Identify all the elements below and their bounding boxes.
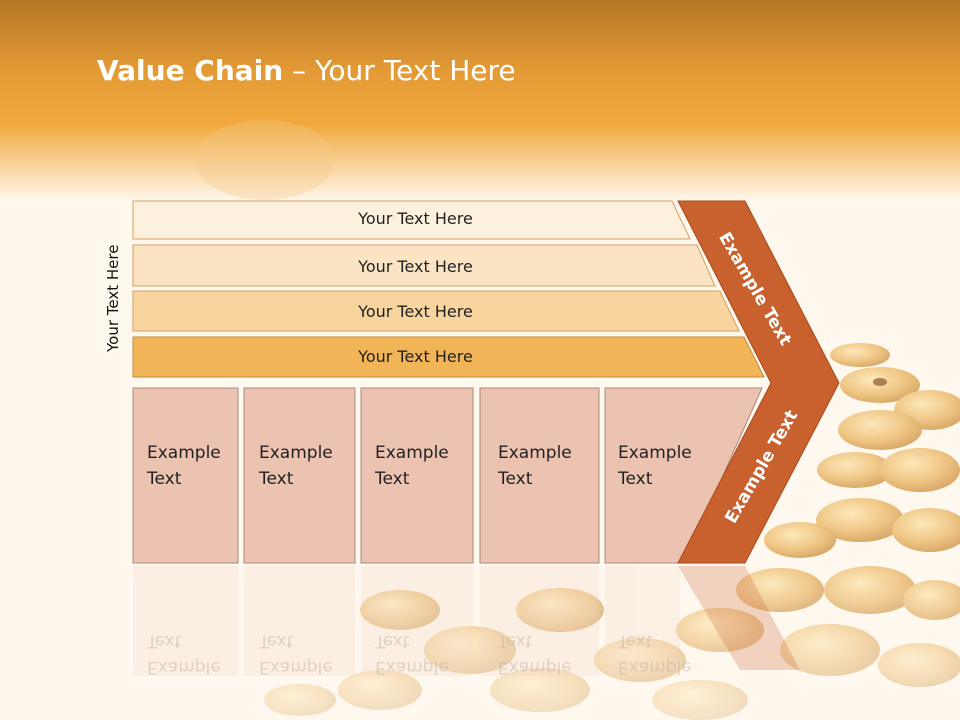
band-4-label: Your Text Here bbox=[358, 347, 473, 366]
cell-2-refl-line2: Text bbox=[259, 631, 294, 651]
band-3 bbox=[132, 290, 740, 332]
chevron-arrow bbox=[677, 200, 840, 564]
cell-4-reflection: Example Text bbox=[498, 628, 572, 680]
cell-5-reflection: Example Text bbox=[618, 628, 692, 680]
cell-3-reflection: Example Text bbox=[375, 628, 449, 680]
cell-1-refl-line1: Example bbox=[147, 657, 221, 677]
cell-5-refl-line1: Example bbox=[618, 657, 692, 677]
cell-4-refl-line1: Example bbox=[498, 657, 572, 677]
band-1-label: Your Text Here bbox=[358, 209, 473, 228]
cell-3 bbox=[360, 387, 474, 564]
cell-1-refl-line2: Text bbox=[147, 631, 182, 651]
cell-3-refl-line1: Example bbox=[375, 657, 449, 677]
cell-1-line1: Example bbox=[147, 443, 221, 463]
cell-1-line2: Text bbox=[147, 469, 182, 489]
cell-5-refl-line2: Text bbox=[618, 631, 653, 651]
cell-3-line1: Example bbox=[375, 443, 449, 463]
band-2-label: Your Text Here bbox=[358, 257, 473, 276]
cell-2-reflection: Example Text bbox=[259, 628, 333, 680]
band-4 bbox=[132, 336, 765, 378]
cell-5-line1: Example bbox=[618, 443, 692, 463]
band-2 bbox=[132, 244, 716, 287]
cell-1-reflection: Example Text bbox=[147, 628, 221, 680]
cell-2-refl-line1: Example bbox=[259, 657, 333, 677]
title-rest: – Your Text Here bbox=[283, 54, 516, 87]
band-3-label: Your Text Here bbox=[358, 302, 473, 321]
cell-1 bbox=[132, 387, 239, 564]
cell-4-line2: Text bbox=[498, 469, 533, 489]
cell-4 bbox=[479, 387, 600, 564]
cell-3-line2: Text bbox=[375, 469, 410, 489]
cell-4-refl-line2: Text bbox=[498, 631, 533, 651]
cell-3-refl-line2: Text bbox=[375, 631, 410, 651]
cell-4-line1: Example bbox=[498, 443, 572, 463]
title-bold: Value Chain bbox=[97, 54, 284, 87]
cell-2 bbox=[243, 387, 356, 564]
cell-2-line1: Example bbox=[259, 443, 333, 463]
cell-5-line2: Text bbox=[618, 469, 653, 489]
slide-title: Value Chain – Your Text Here bbox=[97, 54, 516, 87]
cell-2-line2: Text bbox=[259, 469, 294, 489]
band-1 bbox=[132, 200, 691, 240]
